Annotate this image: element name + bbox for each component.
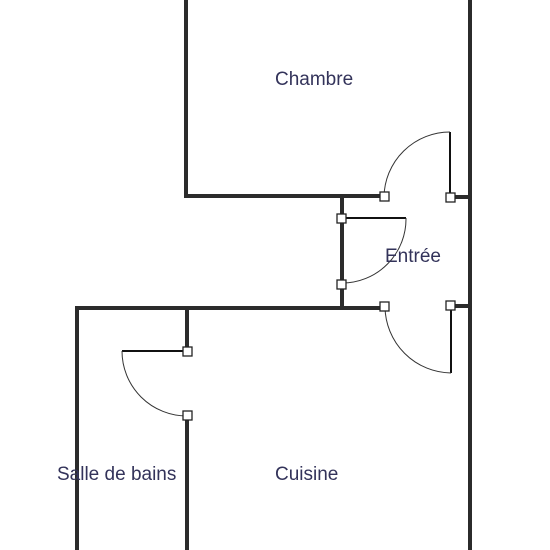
door-swing-arc <box>341 217 407 284</box>
door-swing-arc <box>384 306 452 374</box>
door-hinge <box>379 191 390 202</box>
door-hinge <box>379 301 390 312</box>
door-swing-arc <box>383 131 451 198</box>
door-hinge <box>182 410 193 421</box>
room-label-salle-de-bains: Salle de bains <box>57 464 176 485</box>
cuisine-door[interactable] <box>379 300 456 374</box>
chambre-door[interactable] <box>379 131 456 203</box>
door-hinge <box>445 300 456 311</box>
door-hinge <box>182 346 193 357</box>
room-label-chambre: Chambre <box>275 69 353 90</box>
door-hinge <box>336 213 347 224</box>
door-swing-arc <box>121 350 188 417</box>
door-hinge <box>445 192 456 203</box>
door-hinge <box>336 279 347 290</box>
entree-door[interactable] <box>336 213 407 290</box>
room-label-entree: Entrée <box>385 246 441 267</box>
salle-de-bains-door[interactable] <box>121 346 193 421</box>
room-label-cuisine: Cuisine <box>275 464 338 485</box>
